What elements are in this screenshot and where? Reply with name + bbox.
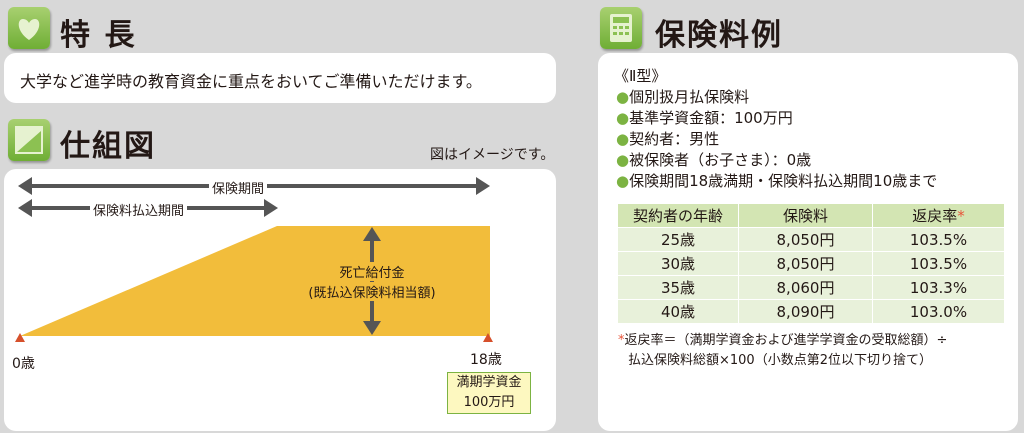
diagram-icon <box>8 119 50 161</box>
end-age: 18歳 <box>470 352 502 368</box>
heart-icon <box>8 7 50 49</box>
calculator-icon <box>600 7 642 49</box>
condition-item: ●保険期間18歳満期・保険料払込期間10歳まで <box>616 172 938 190</box>
coverage-area <box>20 226 490 336</box>
features-box: 大学など進学時の教育資金に重点をおいてご準備いただけます。 <box>4 53 556 103</box>
footnote: *返戻率＝（満期学資金および進学学資金の受取総額）÷ 払込保険料総額×100（小… <box>618 333 948 368</box>
image-note: 図はイメージです。 <box>430 147 555 163</box>
start-marker-icon <box>15 333 25 342</box>
diagram-box: 保険期間 保険料払込期間 死亡給付金 (既払込保険料相当額) 0歳 18歳 満期… <box>4 169 556 431</box>
condition-item: ●契約者：男性 <box>616 130 720 148</box>
premium-box: 《Ⅱ型》 ●個別扱月払保険料 ●基準学資金額：100万円 ●契約者：男性 ●被保… <box>598 53 1018 431</box>
condition-item: ●基準学資金額：100万円 <box>616 109 793 127</box>
mechanism-title: 仕組図 <box>60 129 156 164</box>
benefit-arrow <box>363 227 381 335</box>
death-benefit-label: 死亡給付金 <box>322 262 422 281</box>
condition-item: ●個別扱月払保険料 <box>616 88 750 106</box>
start-age: 0歳 <box>12 356 35 372</box>
payment-period-label: 保険料払込期間 <box>90 200 188 219</box>
end-marker-icon <box>483 333 493 342</box>
maturity-box: 満期学資金 100万円 <box>447 372 531 414</box>
maturity-label: 満期学資金 <box>456 375 522 390</box>
plan-type: 《Ⅱ型》 <box>614 67 667 85</box>
features-title: 特 長 <box>60 18 137 53</box>
death-benefit-sub: (既払込保険料相当額) <box>292 282 452 301</box>
table-header: 契約者の年齢保険料返戻率* <box>617 203 1005 228</box>
condition-item: ●被保険者（お子さま）：0歳 <box>616 151 812 169</box>
features-text: 大学など進学時の教育資金に重点をおいてご準備いただけます。 <box>20 72 482 91</box>
maturity-amount: 100万円 <box>463 395 515 410</box>
premium-title: 保険料例 <box>655 18 783 53</box>
insurance-period-label: 保険期間 <box>209 178 268 197</box>
